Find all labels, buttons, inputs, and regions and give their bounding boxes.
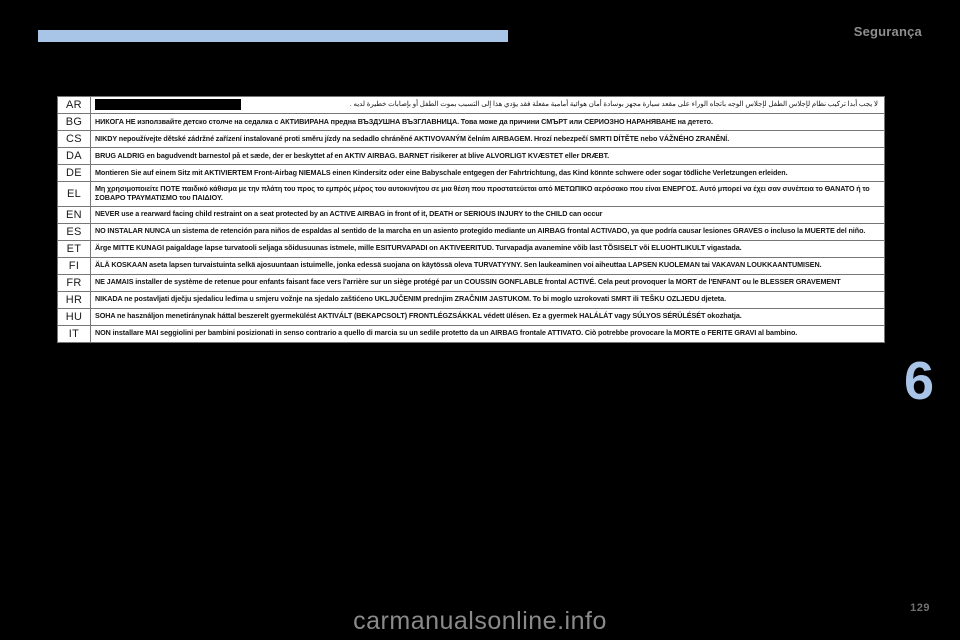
language-code-cell: EL (57, 181, 91, 207)
page-number: 129 (910, 602, 930, 614)
language-code-cell: IT (57, 324, 91, 343)
language-code-cell: ES (57, 222, 91, 241)
warning-text-cell: لا يجب أبدا تركيب نظام لإجلاس الطفل لإجل… (90, 96, 885, 114)
site-watermark: carmanualsonline.info (353, 607, 607, 635)
warning-text-cell: NON installare MAI seggiolini per bambin… (90, 324, 885, 343)
language-code-cell: HU (57, 307, 91, 326)
warning-text-cell: Ärge MITTE KUNAGI paigaldage lapse turva… (90, 239, 885, 258)
language-code-cell: HR (57, 290, 91, 309)
language-code-cell: DE (57, 164, 91, 182)
header-accent-bar (38, 30, 508, 42)
warning-text-cell: НИКОГА НЕ използвайте детско столче на с… (90, 113, 885, 131)
language-code-cell: AR (57, 96, 91, 114)
warning-text-cell: NEVER use a rearward facing child restra… (90, 205, 885, 224)
chapter-number-tab: 6 (903, 351, 935, 411)
language-code-cell: FI (57, 256, 91, 275)
warning-text-cell: ÄLÄ KOSKAAN aseta lapsen turvaistuinta s… (90, 256, 885, 275)
warning-text-cell: NO INSTALAR NUNCA un sistema de retenció… (90, 222, 885, 241)
language-code-cell: DA (57, 147, 91, 165)
warning-text-cell: Μη χρησιμοποιείτε ΠΟΤΕ παιδικό κάθισμα μ… (90, 181, 885, 207)
warning-text-cell: Montieren Sie auf einem Sitz mit AKTIVIE… (90, 164, 885, 182)
warning-text-cell: SOHA ne használjon menetiránynak háttal … (90, 307, 885, 326)
language-code-cell: FR (57, 273, 91, 292)
warning-text-cell: NE JAMAIS installer de système de retenu… (90, 273, 885, 292)
page-title: Segurança (853, 24, 922, 39)
language-code-cell: CS (57, 130, 91, 148)
table-row: AR لا يجب أبدا تركيب نظام لإجلاس الطفل لإ… (57, 96, 885, 114)
airbag-warning-table: AR لا يجب أبدا تركيب نظام لإجلاس الطفل لإ… (57, 96, 885, 343)
warning-text-cell: NIKADA ne postavljati dječju sjedalicu l… (90, 290, 885, 309)
language-code-cell: BG (57, 113, 91, 131)
warning-text-cell: NIKDY nepoužívejte dětské zádržné zaříze… (90, 130, 885, 148)
warning-text: لا يجب أبدا تركيب نظام لإجلاس الطفل لإجل… (349, 101, 878, 108)
language-code-cell: EN (57, 205, 91, 224)
warning-table-body: AR لا يجب أبدا تركيب نظام لإجلاس الطفل لإ… (57, 96, 885, 343)
redaction-bar (95, 99, 241, 110)
warning-text-cell: BRUG ALDRIG en bagudvendt barnestol på e… (90, 147, 885, 165)
language-code-cell: ET (57, 239, 91, 258)
